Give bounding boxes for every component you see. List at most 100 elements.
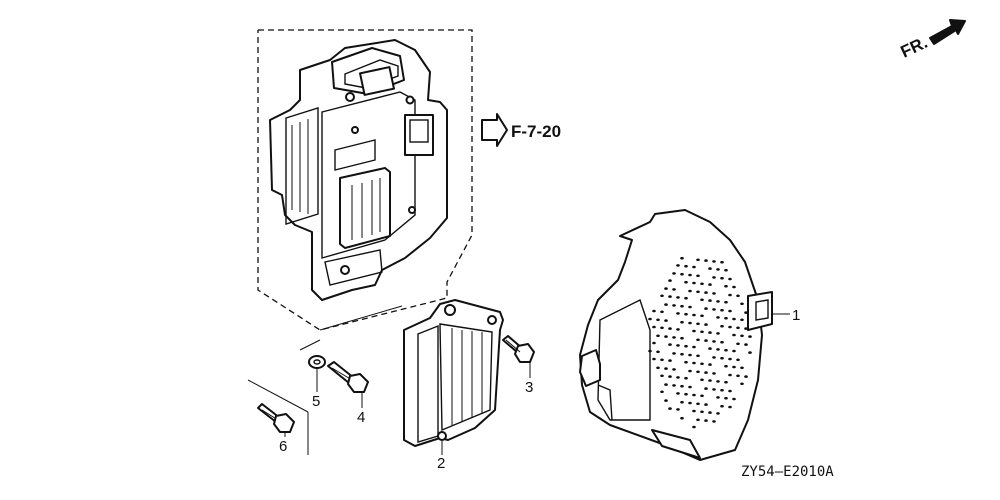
louver-dot xyxy=(728,357,732,361)
louver-dot xyxy=(728,405,732,409)
louver-dot xyxy=(684,264,688,268)
louver-dot xyxy=(724,396,728,400)
louver-dot xyxy=(716,300,720,303)
louver-dot xyxy=(720,356,724,360)
louver-dot xyxy=(680,272,684,276)
louver-dot xyxy=(692,393,696,397)
louver-dot xyxy=(724,316,728,320)
louver-dot xyxy=(704,259,708,262)
louver-dot xyxy=(732,349,736,353)
louver-dot xyxy=(672,304,676,307)
louver-dot xyxy=(712,340,716,343)
louver-dot xyxy=(712,372,716,375)
louver-dot xyxy=(664,319,668,322)
louver-dot xyxy=(676,408,680,411)
louver-dot xyxy=(672,352,676,355)
callout-1: 1 xyxy=(792,307,800,324)
louver-dot xyxy=(732,333,736,337)
louver-dot xyxy=(732,317,736,321)
cover-part-1 xyxy=(579,209,773,461)
louver-dot xyxy=(704,339,708,342)
louver-dot xyxy=(668,407,672,410)
louver-dot xyxy=(680,320,684,324)
louver-dot xyxy=(728,373,732,377)
louver-dot xyxy=(744,343,748,346)
louver-dot xyxy=(724,348,728,352)
louver-dot xyxy=(716,380,720,383)
louver-dot xyxy=(664,335,668,338)
louver-dot xyxy=(652,357,656,361)
louver-dot xyxy=(716,268,720,271)
louver-dot xyxy=(672,384,676,387)
louver-dot xyxy=(712,292,716,295)
louver-dot xyxy=(704,307,708,310)
louver-dot xyxy=(688,369,692,373)
louver-dot xyxy=(708,379,712,382)
louver-dot xyxy=(712,420,716,423)
louver-dot xyxy=(680,256,684,260)
louver-dot xyxy=(672,336,676,339)
bolt-part-6 xyxy=(257,403,295,433)
louver-dot xyxy=(692,329,696,333)
louver-dot xyxy=(696,322,700,326)
callout-leaders xyxy=(284,313,790,455)
louver-dot xyxy=(696,290,700,294)
louver-dot xyxy=(676,296,680,299)
louver-dot xyxy=(656,350,660,354)
reference-arrow: F-7-20 xyxy=(481,113,561,147)
louver-dot xyxy=(668,359,672,362)
louver-dot xyxy=(704,403,708,406)
louver-dot xyxy=(744,327,748,330)
louver-dot xyxy=(700,282,704,286)
louver-vents xyxy=(648,256,752,429)
louver-dot xyxy=(656,334,660,338)
louver-dot xyxy=(660,310,664,314)
louver-dot xyxy=(748,351,752,354)
louver-dot xyxy=(704,419,708,422)
louver-dot xyxy=(688,385,692,389)
louver-dot xyxy=(740,382,744,386)
callout-3: 3 xyxy=(525,379,533,396)
louver-dot xyxy=(652,325,656,329)
louver-dot xyxy=(688,321,692,325)
louver-dot xyxy=(680,400,684,404)
bolt-part-3 xyxy=(502,335,535,363)
louver-dot xyxy=(688,273,692,277)
louver-dot xyxy=(720,260,724,264)
louver-dot xyxy=(656,318,660,322)
louver-dot xyxy=(704,387,708,390)
reference-label: F-7-20 xyxy=(511,122,561,141)
louver-dot xyxy=(680,304,684,308)
louver-dot xyxy=(748,335,752,338)
louver-dot xyxy=(676,392,680,395)
louver-dot xyxy=(696,354,700,358)
louver-dot xyxy=(704,371,708,374)
louver-dot xyxy=(736,374,740,378)
louver-dot xyxy=(692,265,696,269)
louver-dot xyxy=(692,313,696,317)
louver-dot xyxy=(692,361,696,365)
louver-dot xyxy=(668,375,672,378)
louver-dot xyxy=(660,374,664,378)
louver-dot xyxy=(740,334,744,338)
louver-dot xyxy=(708,299,712,302)
front-direction-indicator: FR. xyxy=(898,19,966,62)
louver-dot xyxy=(684,360,688,364)
louver-dot xyxy=(668,295,672,298)
louver-dot xyxy=(716,348,720,351)
leader-frame-lines xyxy=(247,339,321,455)
louver-dot xyxy=(744,375,748,378)
louver-dot xyxy=(664,383,668,386)
louver-dot xyxy=(740,302,744,306)
louver-dot xyxy=(740,366,744,370)
louver-dot xyxy=(688,401,692,405)
louver-dot xyxy=(700,314,704,318)
louver-dot xyxy=(728,293,732,297)
module-plate-part-2 xyxy=(403,299,504,447)
louver-dot xyxy=(712,276,716,279)
louver-dot xyxy=(676,264,680,267)
louver-dot xyxy=(728,309,732,313)
louver-dot xyxy=(664,287,668,290)
louver-dot xyxy=(684,280,688,284)
louver-dot xyxy=(728,277,732,281)
